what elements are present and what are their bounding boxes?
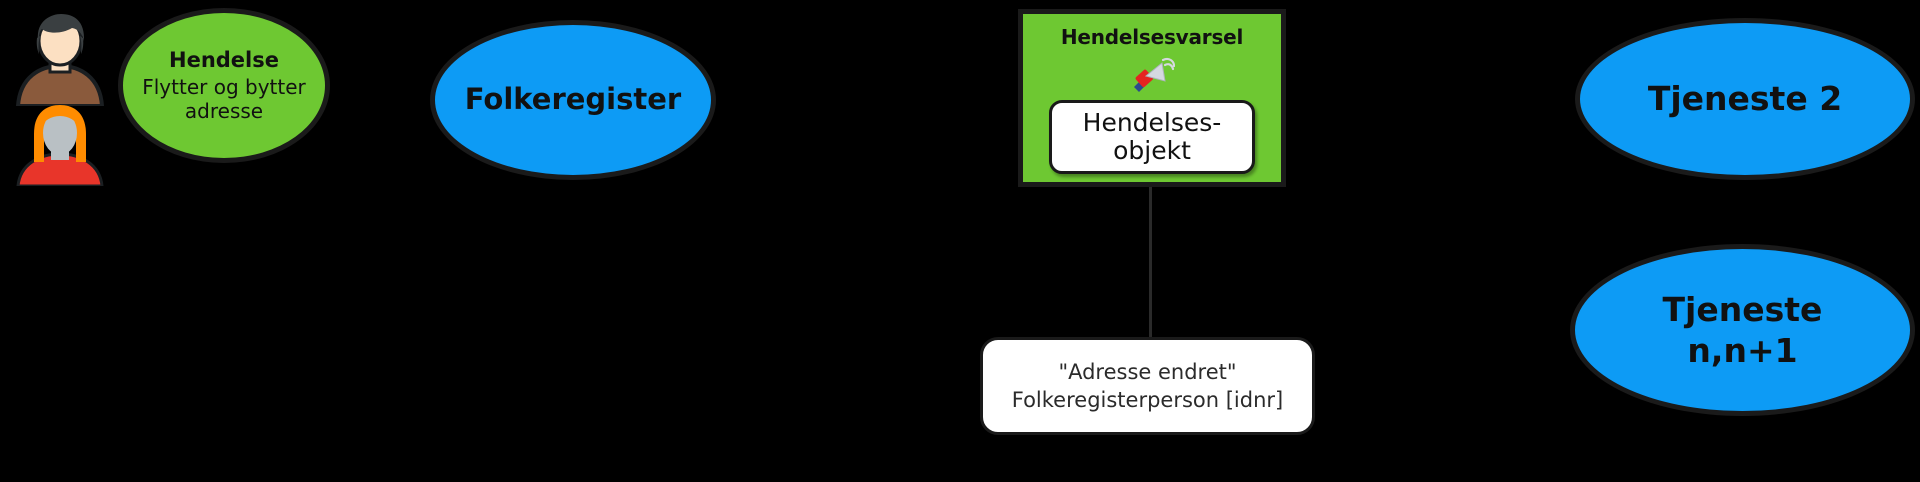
node-tjeneste-n[interactable]: Tjeneste n,n+1 bbox=[1570, 244, 1915, 416]
avatar-person-male bbox=[8, 14, 112, 108]
megaphone-icon bbox=[1129, 55, 1175, 95]
connector-line-hendelsesvarsel-to-adresse bbox=[1149, 150, 1152, 340]
node-hendelse-title: Hendelse bbox=[169, 47, 279, 72]
avatar-female-icon bbox=[16, 105, 104, 188]
node-hendelsesobjekt-line2: objekt bbox=[1113, 136, 1191, 165]
avatar-male-icon bbox=[15, 14, 105, 108]
node-hendelsesobjekt-line1: Hendelses- bbox=[1082, 108, 1222, 137]
node-hendelse[interactable]: Hendelse Flytter og bytter adresse bbox=[118, 8, 330, 163]
node-hendelse-subtitle: Flytter og bytter adresse bbox=[142, 75, 306, 124]
node-tjeneste-2[interactable]: Tjeneste 2 bbox=[1575, 18, 1915, 180]
node-folkeregister-title: Folkeregister bbox=[464, 82, 682, 117]
node-hendelsesvarsel[interactable]: Hendelsesvarsel Hendelses- objekt bbox=[1018, 9, 1286, 187]
node-hendelsesvarsel-title: Hendelsesvarsel bbox=[1060, 25, 1244, 49]
node-tjeneste-2-title: Tjeneste 2 bbox=[1647, 79, 1843, 119]
node-tjeneste-n-line2: n,n+1 bbox=[1687, 331, 1798, 370]
node-adresse-endret-line2: Folkeregisterperson [idnr] bbox=[1011, 388, 1284, 412]
node-adresse-endret[interactable]: "Adresse endret" Folkeregisterperson [id… bbox=[980, 337, 1315, 435]
node-hendelsesobjekt[interactable]: Hendelses- objekt bbox=[1049, 100, 1255, 174]
megaphone-glyph bbox=[1134, 57, 1175, 92]
avatar-person-female bbox=[14, 104, 106, 188]
node-adresse-endret-line1: "Adresse endret" bbox=[1058, 359, 1237, 384]
node-tjeneste-n-line1: Tjeneste bbox=[1662, 289, 1823, 329]
node-folkeregister[interactable]: Folkeregister bbox=[430, 20, 716, 180]
